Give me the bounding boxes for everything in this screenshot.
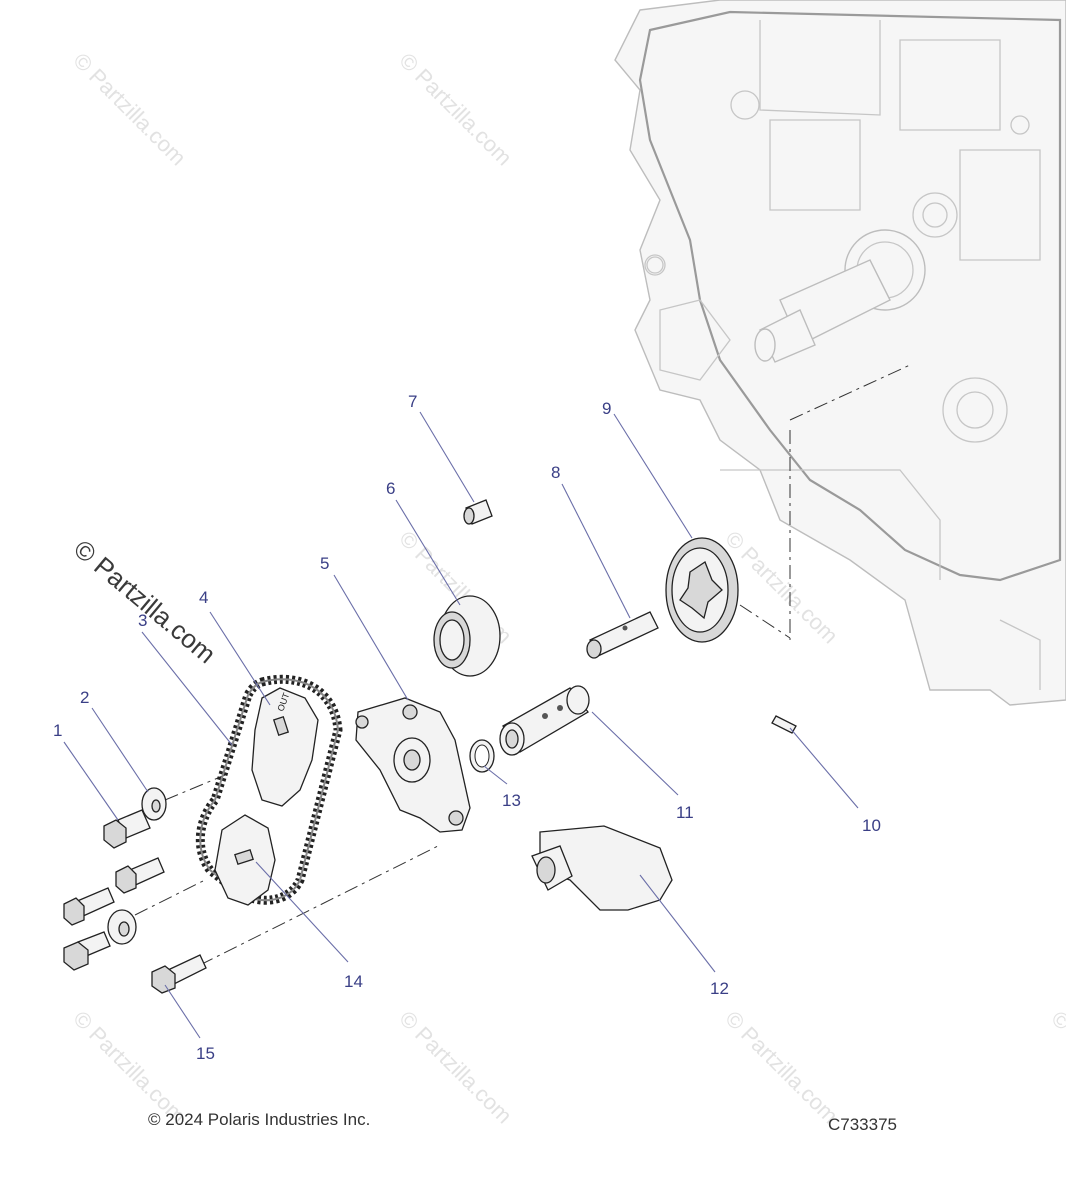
flange-bolt-part [103,809,151,849]
outer-rotor-part [433,595,501,677]
callout-label: 14 [344,972,363,991]
oil-pump-cover-part [355,697,471,833]
engine-crankcase [614,0,1066,706]
leader-line [483,765,508,785]
watermark-text: © Partzilla.com [394,1006,517,1129]
callout-label: 6 [386,479,395,498]
oil-pickup-part [531,825,673,911]
leader-line [613,413,693,539]
pump-shaft-part [586,611,659,659]
leader-line [419,411,475,503]
lower-sprocket-part [214,814,276,906]
leader-line [789,727,859,809]
leader-line [91,707,149,793]
leader-lines [63,411,859,1039]
callout-label: 1 [53,721,62,740]
relief-valve-part [499,685,590,756]
callout-label: 12 [710,979,729,998]
callout-label: 3 [138,611,147,630]
leader-line [333,574,409,701]
callout-label: 7 [408,392,417,411]
dowel-sleeve-part [463,499,493,525]
leader-line [591,711,679,796]
callout-label: 4 [199,588,208,607]
watermark-text: © Partzilla.com [68,48,191,171]
o-ring-part [469,739,495,773]
watermark-text: © Partzilla.com [1046,1006,1066,1129]
leader-line [639,874,716,973]
callout-labels: 1 2 3 4 5 6 7 8 9 10 11 12 13 14 15 [53,392,881,1063]
watermark-text: © Partzilla.com [720,1006,843,1129]
upper-sprocket-part: OUT [251,687,319,807]
leader-line [63,741,119,821]
leader-line [141,631,233,746]
callout-label: 13 [502,791,521,810]
leader-line [255,861,349,963]
callout-label: 9 [602,399,611,418]
leader-line [164,984,201,1039]
callout-label: 10 [862,816,881,835]
leader-line [561,483,631,619]
callout-label: 11 [676,803,694,822]
bolt-group-lower [63,857,165,971]
copyright-notice: © 2024 Polaris Industries Inc. [148,1110,371,1129]
callout-label: 15 [196,1044,215,1063]
watermark-text: © Partzilla.com [394,48,517,171]
long-bolt-part [151,954,207,994]
callout-label: 2 [80,688,89,707]
callout-label: 5 [320,554,329,573]
inner-pump-gear-part [665,537,739,643]
drawing-number: C733375 [828,1115,898,1134]
leader-line [209,611,271,706]
washer-part [141,787,167,821]
leader-line [395,499,461,606]
centerlines [134,364,911,966]
callout-label: 8 [551,463,560,482]
